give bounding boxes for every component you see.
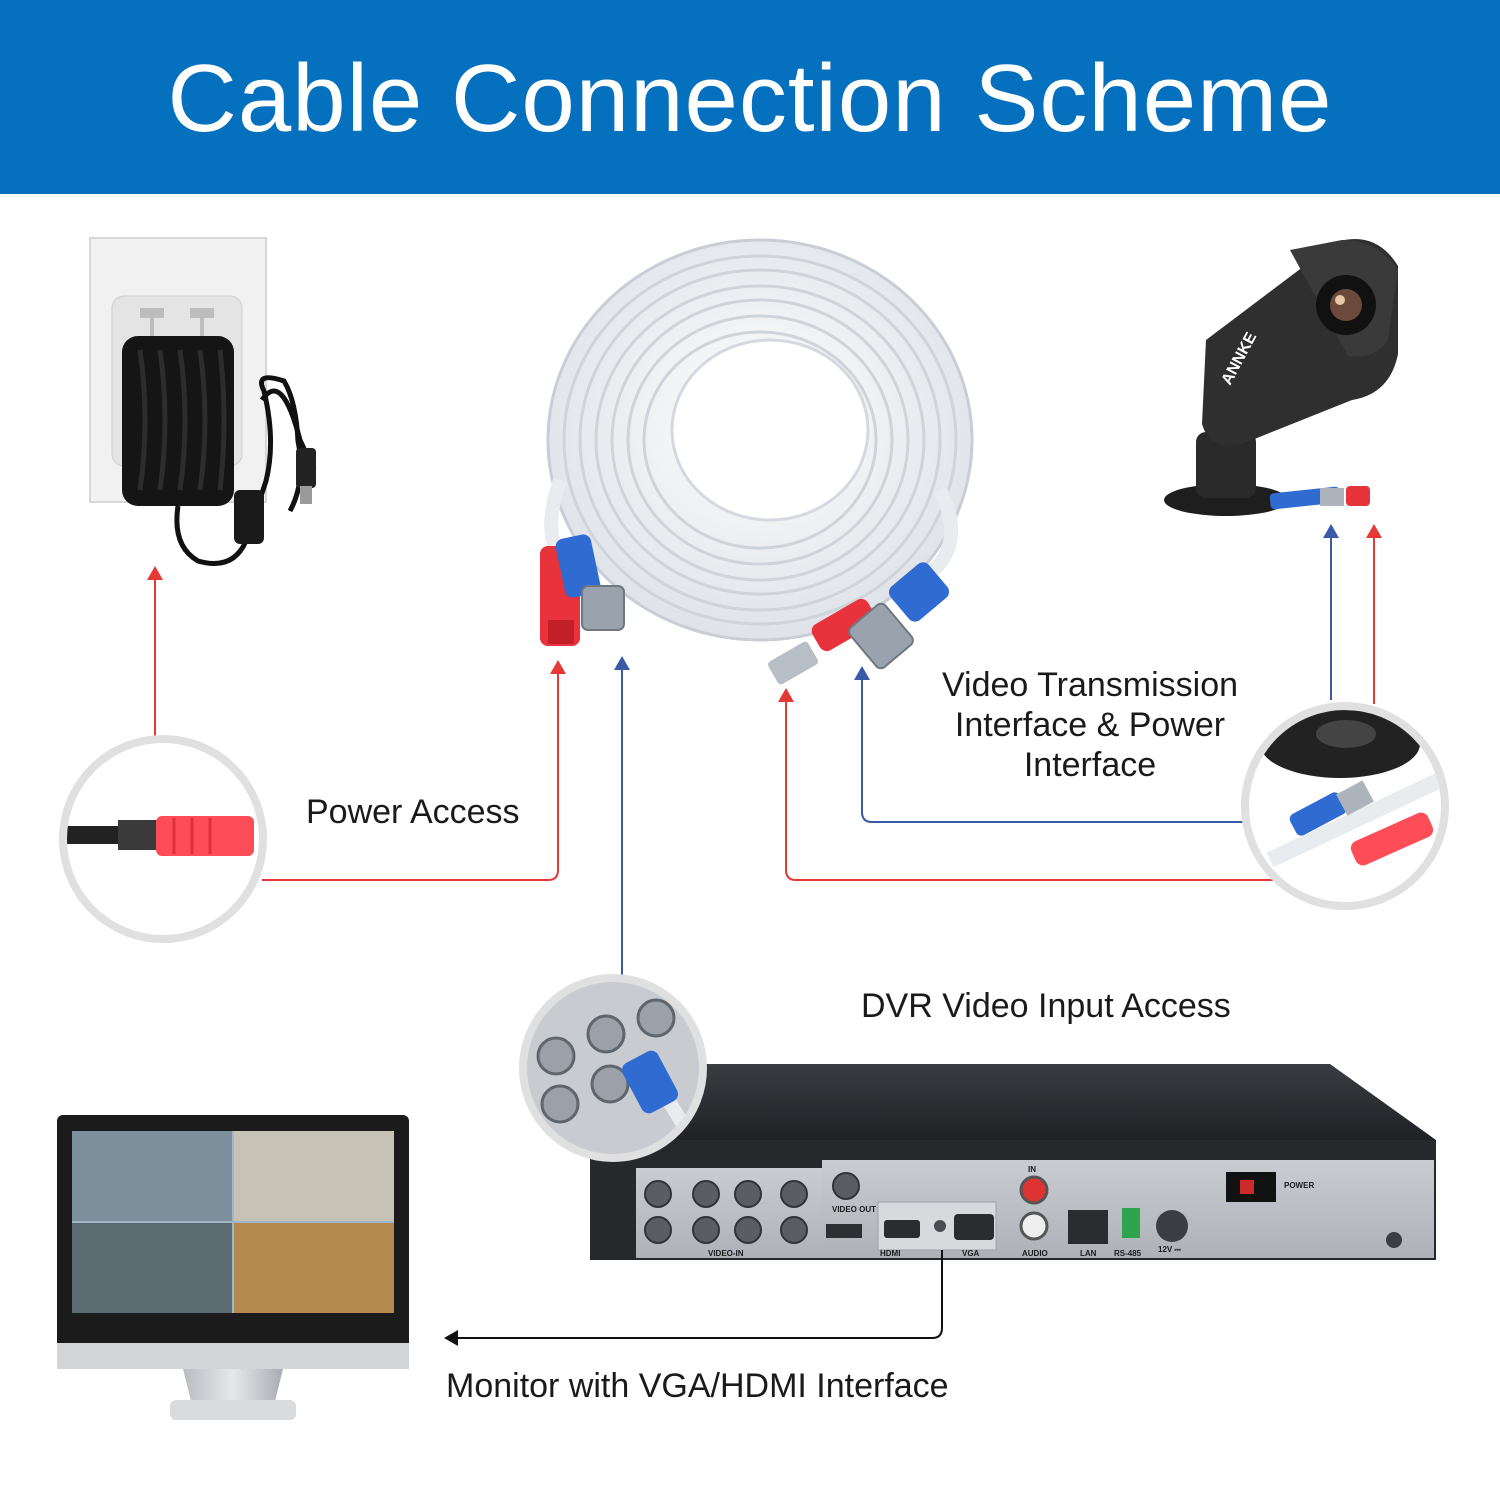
arrow-head	[444, 1330, 458, 1346]
power-connector-closeup	[59, 735, 267, 943]
port-video-in-label: VIDEO-IN	[708, 1249, 744, 1258]
video-line	[861, 678, 1244, 823]
port-hdmi-label: HDMI	[880, 1249, 900, 1258]
camera-connector-closeup	[1241, 702, 1449, 910]
bnc-cable-coil-illustration	[540, 238, 974, 685]
dvr-illustration: VIDEO-IN VIDEO OUT HDMI VGA IN AUDIO LAN…	[590, 1064, 1436, 1260]
monitor-line	[454, 1250, 943, 1339]
port-audio-label: AUDIO	[1022, 1249, 1048, 1258]
port-lan-label: LAN	[1080, 1249, 1097, 1258]
port-vga-label: VGA	[962, 1249, 980, 1258]
arrow-head	[614, 656, 630, 670]
title-banner: Cable Connection Scheme	[0, 0, 1500, 194]
port-dc-label: 12V ⎓	[1158, 1245, 1181, 1254]
monitor-illustration	[57, 1115, 409, 1420]
port-video-out-label: VIDEO OUT	[832, 1205, 876, 1214]
power-line	[262, 672, 559, 881]
arrow-head	[147, 566, 163, 580]
arrow-head	[854, 666, 870, 680]
power-adapter-illustration	[89, 237, 317, 566]
arrow-head	[550, 660, 566, 674]
arrow-head	[1323, 524, 1339, 538]
power-access-label: Power Access	[306, 793, 520, 831]
power-line	[785, 700, 1276, 881]
page-title: Cable Connection Scheme	[167, 45, 1333, 152]
arrow-head	[1366, 524, 1382, 538]
dvr-video-input-label: DVR Video Input Access	[861, 987, 1231, 1025]
dvr-input-closeup	[519, 974, 707, 1162]
monitor-interface-label: Monitor with VGA/HDMI Interface	[446, 1367, 949, 1405]
port-power-label: POWER	[1284, 1181, 1314, 1190]
port-rs485-label: RS-485	[1114, 1249, 1142, 1258]
arrow-head	[778, 688, 794, 702]
port-audio-in-label: IN	[1028, 1165, 1036, 1174]
bullet-camera-illustration: ANNKE	[1164, 239, 1398, 516]
video-transmission-label: Video Transmission Interface & Power Int…	[941, 666, 1239, 784]
